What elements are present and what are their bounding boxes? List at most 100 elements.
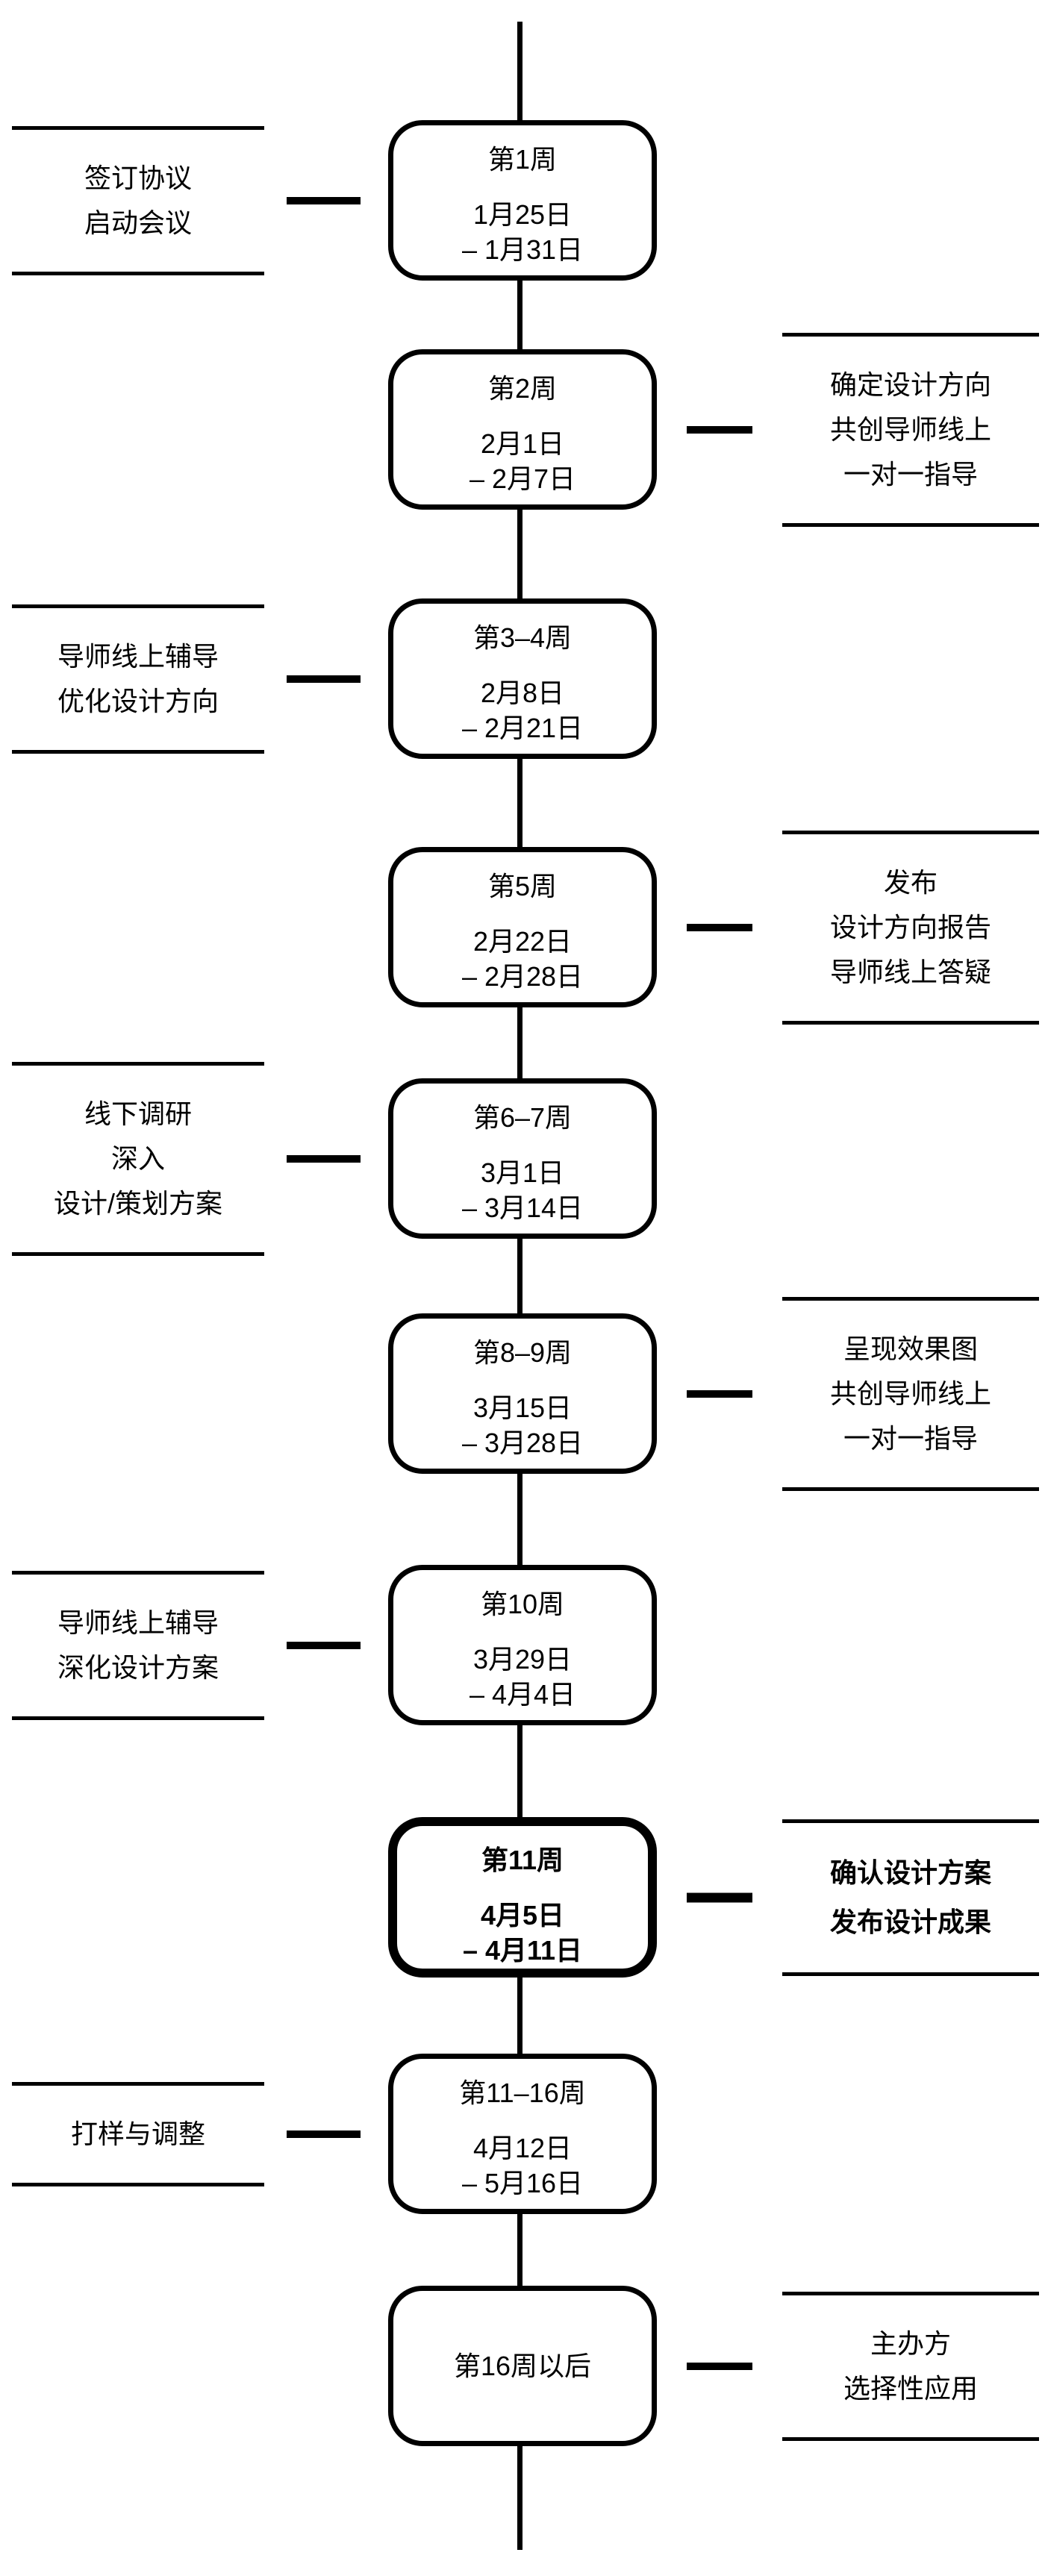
week-box: 第11–16周 4月12日 – 5月16日 <box>388 2054 657 2214</box>
stage-label-line: 优化设计方向 <box>57 685 219 716</box>
stage-label-line: 确定设计方向 <box>829 369 991 400</box>
timeline-row: 第5周 2月22日 – 2月28日 发布 设计方向报告 导师线上答疑 <box>0 830 1045 1025</box>
date-end: – 4月11日 <box>462 1935 583 1966</box>
stage-label: 呈现效果图 共创导师线上 一对一指导 <box>782 1296 1039 1491</box>
week-title: 第10周 <box>480 1589 565 1619</box>
week-box: 第8–9周 3月15日 – 3月28日 <box>388 1313 657 1474</box>
week-box: 第1周 1月25日 – 1月31日 <box>388 120 657 281</box>
week-dates: 4月5日 – 4月11日 <box>463 1898 582 1968</box>
stage-label-line: 选择性应用 <box>843 2372 978 2404</box>
timeline-row: 打样与调整 第11–16周 4月12日 – 5月16日 <box>0 2054 1045 2214</box>
week-dates: 2月22日 – 2月28日 <box>462 924 583 994</box>
connector-dash <box>287 675 361 683</box>
date-start: 2月8日 <box>480 678 565 708</box>
stage-label-line: 打样与调整 <box>70 2118 205 2149</box>
week-box: 第3–4周 2月8日 – 2月21日 <box>388 598 657 759</box>
week-title: 第5周 <box>487 871 558 901</box>
date-start: 3月1日 <box>480 1157 565 1188</box>
connector-dash <box>287 1641 361 1649</box>
week-box: 第6–7周 3月1日 – 3月14日 <box>388 1078 657 1239</box>
stage-label-line: 导师线上辅导 <box>57 1607 219 1638</box>
date-start: 3月29日 <box>472 1644 573 1675</box>
stage-label-line: 导师线上答疑 <box>829 956 991 987</box>
stage-label-line: 确认设计方案 <box>829 1857 991 1888</box>
connector-dash <box>287 196 361 204</box>
stage-label-line: 深入 <box>110 1142 165 1174</box>
week-title: 第11–16周 <box>459 2078 586 2108</box>
stage-label: 打样与调整 <box>12 2081 264 2186</box>
timeline-axis-line <box>517 22 522 2550</box>
stage-label-line: 主办方 <box>870 2328 951 2359</box>
connector-dash <box>287 2130 361 2138</box>
week-box: 第10周 3月29日 – 4月4日 <box>388 1565 657 1725</box>
stage-label: 发布 设计方向报告 导师线上答疑 <box>782 830 1039 1025</box>
timeline-row: 导师线上辅导 深化设计方案 第10周 3月29日 – 4月4日 <box>0 1565 1045 1725</box>
stage-label-line: 设计方向报告 <box>829 911 991 942</box>
stage-label: 签订协议 启动会议 <box>12 125 264 275</box>
week-dates: 3月15日 – 3月28日 <box>462 1390 583 1460</box>
date-end: – 2月21日 <box>461 713 584 743</box>
stage-label-line: 发布 <box>883 866 938 898</box>
timeline-row: 签订协议 启动会议 第1周 1月25日 – 1月31日 <box>0 120 1045 281</box>
stage-label-line: 深化设计方案 <box>57 1651 219 1683</box>
stage-label: 线下调研 深入 设计/策划方案 <box>12 1061 264 1256</box>
stage-label-line: 线下调研 <box>84 1098 192 1129</box>
stage-label: 导师线上辅导 深化设计方案 <box>12 1570 264 1720</box>
stage-label-line: 共创导师线上 <box>829 413 991 445</box>
stage-label-line: 发布设计成果 <box>829 1906 991 1937</box>
timeline-row: 第2周 2月1日 – 2月7日 确定设计方向 共创导师线上 一对一指导 <box>0 332 1045 527</box>
stage-label: 主办方 选择性应用 <box>782 2291 1039 2441</box>
date-start: 2月1日 <box>480 428 565 459</box>
week-dates: 3月1日 – 3月14日 <box>462 1155 583 1225</box>
week-dates: 3月29日 – 4月4日 <box>470 1642 575 1712</box>
week-box: 第2周 2月1日 – 2月7日 <box>388 349 657 510</box>
date-end: – 1月31日 <box>461 234 584 265</box>
connector-dash <box>687 1389 752 1398</box>
week-title: 第8–9周 <box>472 1337 573 1368</box>
connector-dash <box>687 2362 752 2370</box>
week-title: 第11周 <box>481 1845 564 1875</box>
week-dates: 2月8日 – 2月21日 <box>462 675 583 745</box>
week-dates: 1月25日 – 1月31日 <box>462 197 583 267</box>
week-title: 第2周 <box>487 373 558 404</box>
date-end: – 2月7日 <box>469 463 576 494</box>
timeline-row: 第8–9周 3月15日 – 3月28日 呈现效果图 共创导师线上 一对一指导 <box>0 1296 1045 1491</box>
week-dates: 4月12日 – 5月16日 <box>462 2130 583 2201</box>
connector-dash <box>287 1154 361 1163</box>
stage-label-line: 共创导师线上 <box>829 1378 991 1409</box>
stage-label-line: 呈现效果图 <box>843 1333 978 1364</box>
week-dates: 2月1日 – 2月7日 <box>470 426 575 496</box>
week-title: 第3–4周 <box>472 622 573 653</box>
stage-label-line: 一对一指导 <box>843 458 978 490</box>
connector-dash <box>687 425 752 434</box>
week-title: 第6–7周 <box>472 1102 573 1133</box>
week-title: 第1周 <box>487 144 558 175</box>
date-end: – 3月28日 <box>461 1428 584 1458</box>
stage-label: 确定设计方向 共创导师线上 一对一指导 <box>782 332 1039 527</box>
stage-label-line: 导师线上辅导 <box>57 640 219 672</box>
timeline-row: 第16周以后 主办方 选择性应用 <box>0 2286 1045 2446</box>
date-start: 4月12日 <box>472 2133 573 2163</box>
stage-label: 确认设计方案 发布设计成果 <box>782 1819 1039 1976</box>
date-end: – 4月4日 <box>469 1679 576 1710</box>
date-start: 1月25日 <box>472 199 573 230</box>
date-start: 3月15日 <box>472 1392 573 1423</box>
stage-label-line: 启动会议 <box>84 207 192 238</box>
stage-label-line: 设计/策划方案 <box>53 1187 222 1219</box>
stage-label-line: 签订协议 <box>84 162 192 193</box>
stage-label-line: 一对一指导 <box>843 1422 978 1454</box>
week-title: 第16周以后 <box>453 2350 592 2381</box>
timeline-row: 导师线上辅导 优化设计方向 第3–4周 2月8日 – 2月21日 <box>0 598 1045 759</box>
date-start: 2月22日 <box>472 926 573 957</box>
date-end: – 2月28日 <box>461 961 584 992</box>
timeline-row-milestone: 第11周 4月5日 – 4月11日 确认设计方案 发布设计成果 <box>0 1817 1045 1978</box>
week-box: 第16周以后 <box>388 2286 657 2446</box>
stage-label: 导师线上辅导 优化设计方向 <box>12 604 264 754</box>
week-box: 第11周 4月5日 – 4月11日 <box>388 1817 657 1978</box>
date-end: – 5月16日 <box>461 2168 584 2198</box>
date-start: 4月5日 <box>480 1900 565 1931</box>
week-box: 第5周 2月22日 – 2月28日 <box>388 847 657 1007</box>
connector-dash <box>687 923 752 931</box>
date-end: – 3月14日 <box>461 1192 584 1223</box>
